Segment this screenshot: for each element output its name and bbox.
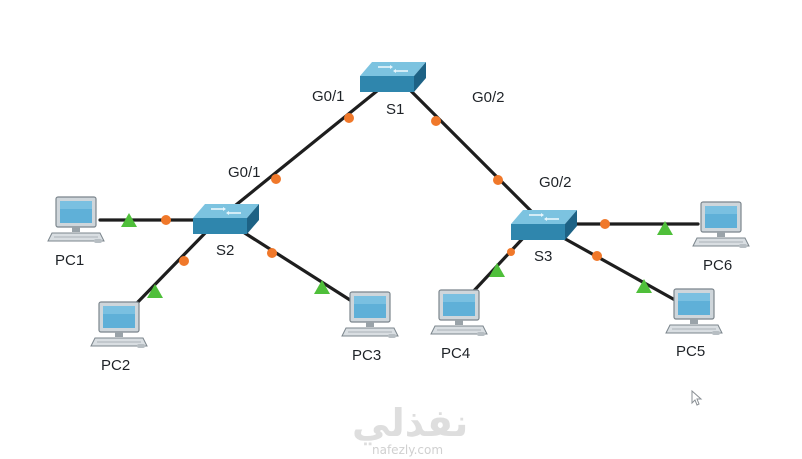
port-dot-s3-pc6 <box>600 219 610 229</box>
label-pc2: PC2 <box>101 357 130 374</box>
label-s2: S2 <box>216 242 234 259</box>
port-dot-s2-pc3 <box>267 248 277 258</box>
port-label-s2-g01: G0/1 <box>228 164 261 181</box>
port-triangle-pc2 <box>147 284 163 298</box>
port-triangle-pc1 <box>121 213 137 227</box>
port-label-s3-g02: G0/2 <box>539 174 572 191</box>
switch-s3[interactable] <box>510 209 578 241</box>
port-dot-s2-pc2 <box>179 256 189 266</box>
link-s1-s3 <box>396 76 542 222</box>
link-s1-s2 <box>224 76 395 215</box>
watermark: نفذلي nafezly.com <box>352 401 468 457</box>
port-dot-s2-up <box>271 174 281 184</box>
mouse-cursor-icon <box>691 389 703 406</box>
pc-pc4[interactable] <box>430 289 488 337</box>
watermark-arabic: نفذلي <box>352 401 468 445</box>
port-dot-s3-up <box>493 175 503 185</box>
pc-pc6[interactable] <box>692 201 750 249</box>
pc-pc5[interactable] <box>665 288 723 336</box>
label-s1: S1 <box>386 101 404 118</box>
port-dot-s1-left <box>344 113 354 123</box>
watermark-url: nafezly.com <box>372 443 443 457</box>
switch-s2[interactable] <box>192 203 260 235</box>
label-pc4: PC4 <box>441 345 470 362</box>
port-indicators <box>121 113 673 298</box>
label-pc5: PC5 <box>676 343 705 360</box>
pc-icon <box>692 201 750 249</box>
link-s3-pc5 <box>558 234 677 302</box>
port-label-s1-g02: G0/2 <box>472 89 505 106</box>
pc-pc1[interactable] <box>47 196 105 244</box>
pc-icon <box>665 288 723 336</box>
port-dot-s3-pc5 <box>592 251 602 261</box>
label-pc6: PC6 <box>703 257 732 274</box>
label-pc1: PC1 <box>55 252 84 269</box>
port-triangle-pc4 <box>489 263 505 277</box>
label-s3: S3 <box>534 248 552 265</box>
pc-icon <box>90 301 148 349</box>
pc-icon <box>430 289 488 337</box>
port-label-s1-g01: G0/1 <box>312 88 345 105</box>
port-dot-s3-pc4 <box>507 248 515 256</box>
label-pc3: PC3 <box>352 347 381 364</box>
switch-icon <box>510 209 578 241</box>
port-dot-s2-pc1 <box>161 215 171 225</box>
pc-pc2[interactable] <box>90 301 148 349</box>
switch-s1[interactable] <box>359 61 427 93</box>
port-triangle-pc6 <box>657 221 673 235</box>
link-s2-pc3 <box>238 228 352 302</box>
port-triangle-pc5 <box>636 279 652 293</box>
pc-icon <box>341 291 399 339</box>
pc-pc3[interactable] <box>341 291 399 339</box>
port-triangle-pc3 <box>314 280 330 294</box>
port-dot-s1-right <box>431 116 441 126</box>
link-s2-pc2 <box>133 226 212 307</box>
pc-icon <box>47 196 105 244</box>
switch-icon <box>359 61 427 93</box>
switch-icon <box>192 203 260 235</box>
